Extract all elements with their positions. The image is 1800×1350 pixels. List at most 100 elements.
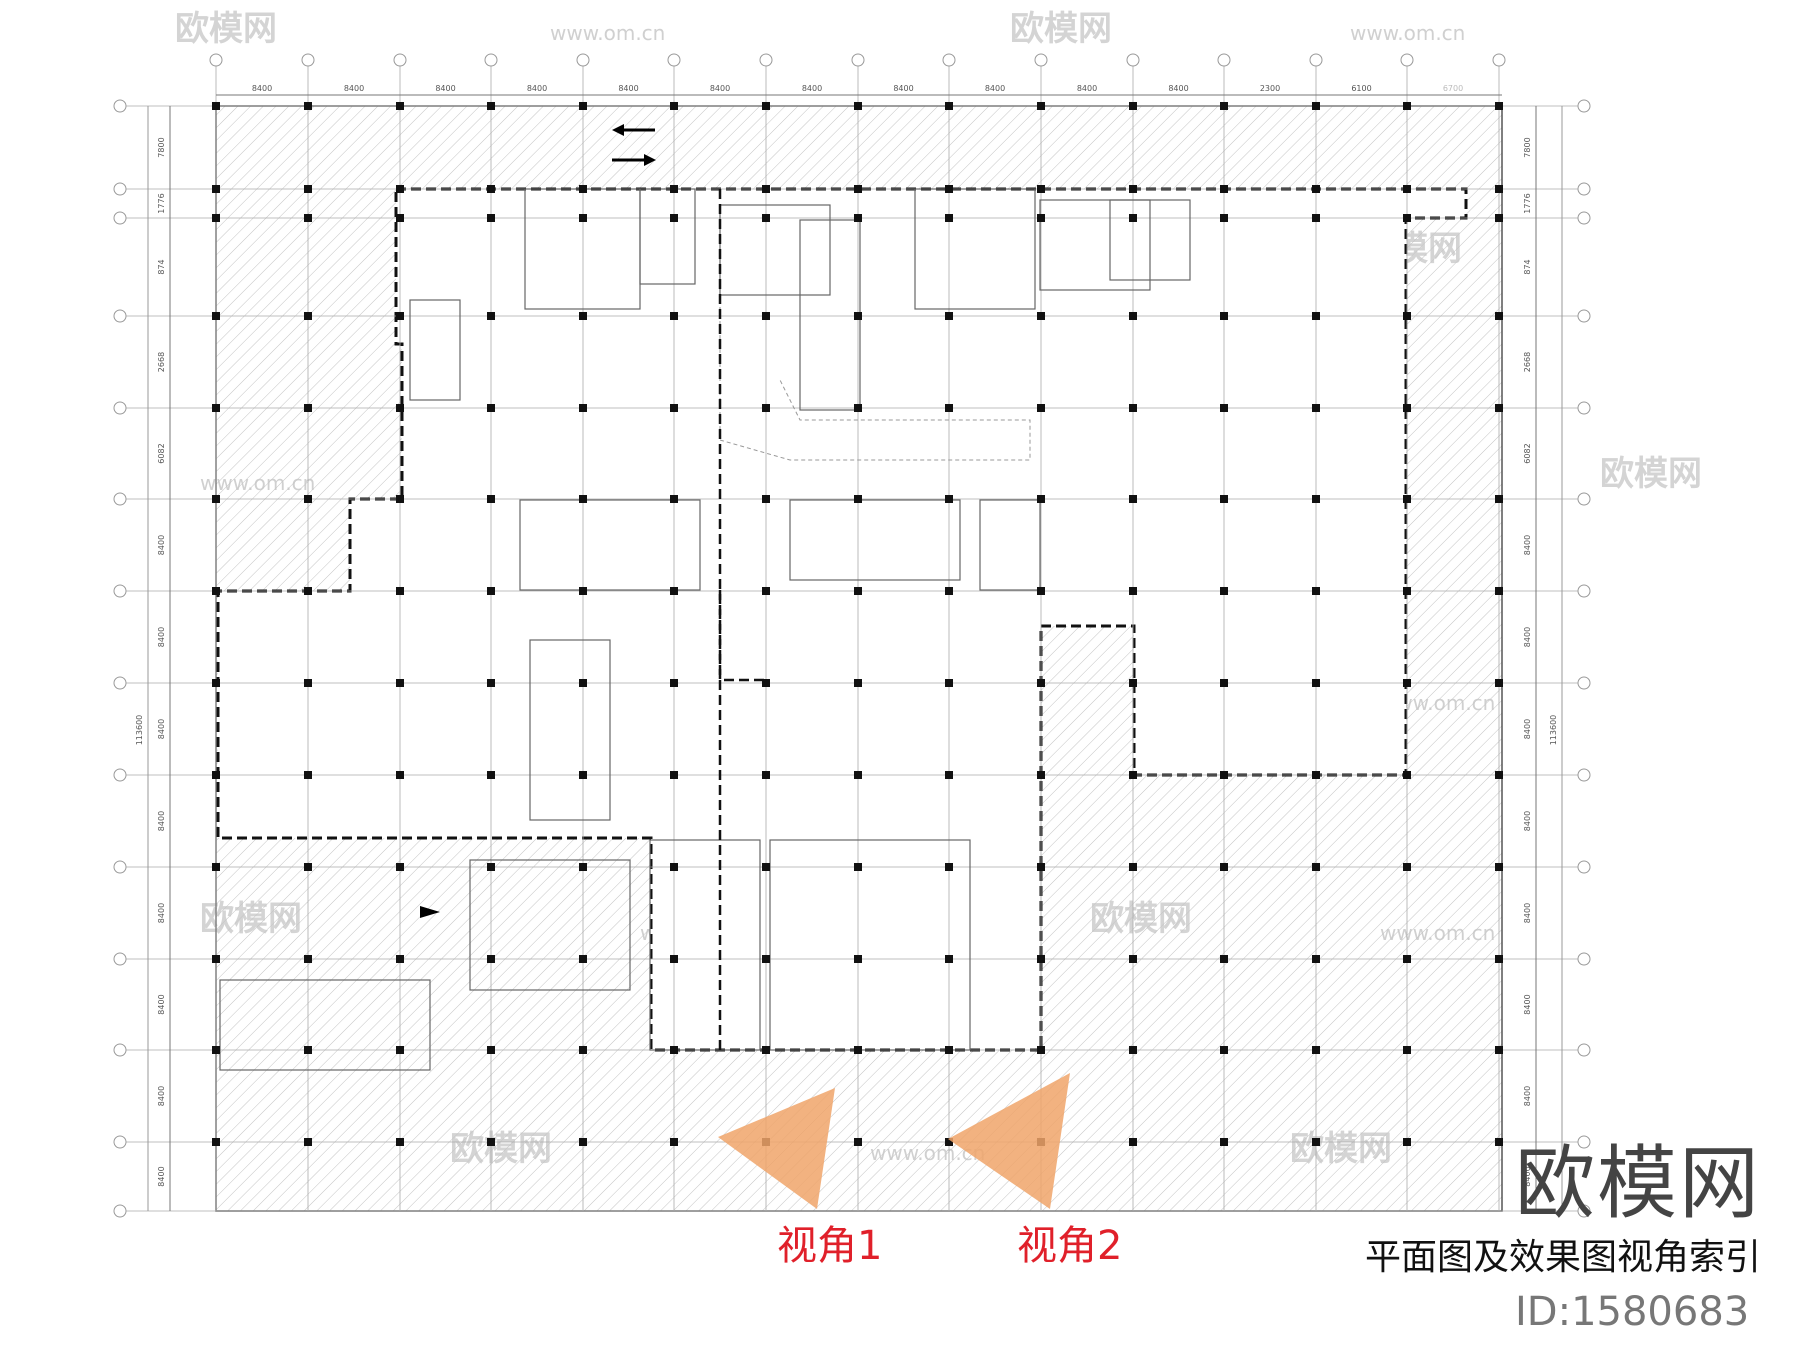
column: [579, 679, 587, 687]
watermark-url: www.om.cn: [550, 21, 665, 45]
column: [487, 214, 495, 222]
dimension-label: 8400: [527, 84, 547, 93]
axis-bubble: [113, 401, 127, 415]
dimension-label: 8400: [435, 84, 455, 93]
caption: 平面图及效果图视角索引: [1365, 1237, 1762, 1278]
room: [1109, 199, 1191, 281]
axis-bubble: [1034, 53, 1048, 67]
column: [762, 587, 770, 595]
watermark-logo: 欧模网: [1600, 454, 1702, 494]
axis-bubble: [1577, 492, 1591, 506]
dimension-label: 8400: [157, 535, 166, 555]
column: [1220, 863, 1228, 871]
dimension-label: 8400: [157, 1086, 166, 1106]
column: [1403, 1138, 1411, 1146]
column: [304, 312, 312, 320]
axis-bubble: [759, 53, 773, 67]
axis-bubble: [113, 211, 127, 225]
column: [487, 863, 495, 871]
column: [1220, 679, 1228, 687]
dimension-label: 1776: [1523, 193, 1532, 213]
dimension-label: 8400: [157, 627, 166, 647]
column: [854, 1138, 862, 1146]
column: [212, 214, 220, 222]
dimension-label: 8400: [252, 84, 272, 93]
dimension-label: 874: [1523, 259, 1532, 274]
column: [1403, 102, 1411, 110]
column: [212, 185, 220, 193]
column: [304, 863, 312, 871]
column: [762, 404, 770, 412]
column: [945, 185, 953, 193]
column: [487, 185, 495, 193]
room: [529, 639, 611, 821]
column: [854, 404, 862, 412]
column: [579, 587, 587, 595]
axis-bubble: [113, 309, 127, 323]
column: [670, 404, 678, 412]
column: [487, 771, 495, 779]
brand-logo: 欧模网: [1515, 1137, 1761, 1230]
column: [487, 679, 495, 687]
column: [1037, 495, 1045, 503]
column: [1495, 214, 1503, 222]
column: [1129, 863, 1137, 871]
axis-bubble: [113, 860, 127, 874]
column: [945, 863, 953, 871]
column: [304, 587, 312, 595]
dimension-label: 8400: [802, 84, 822, 93]
column: [1220, 495, 1228, 503]
room: [409, 299, 461, 401]
column: [304, 102, 312, 110]
column: [1129, 495, 1137, 503]
column: [762, 495, 770, 503]
column: [1129, 185, 1137, 193]
dimension-label: 8400: [1523, 994, 1532, 1014]
column: [1312, 679, 1320, 687]
column: [487, 102, 495, 110]
column: [1312, 1046, 1320, 1054]
column: [1037, 863, 1045, 871]
dimension-label: 8400: [344, 84, 364, 93]
column: [1129, 679, 1137, 687]
axis-bubble: [113, 182, 127, 196]
column: [396, 1138, 404, 1146]
column: [579, 955, 587, 963]
column: [579, 214, 587, 222]
column: [396, 771, 404, 779]
column: [304, 495, 312, 503]
axis-bubble: [1577, 860, 1591, 874]
column: [304, 955, 312, 963]
column: [1403, 863, 1411, 871]
column: [670, 863, 678, 871]
column: [670, 102, 678, 110]
column: [304, 214, 312, 222]
column: [487, 1046, 495, 1054]
column: [670, 955, 678, 963]
dimension-label: 8400: [157, 903, 166, 923]
column: [579, 1138, 587, 1146]
axis-bubble: [113, 952, 127, 966]
column: [670, 587, 678, 595]
room: [914, 188, 1036, 310]
column: [1037, 185, 1045, 193]
dimension-label: 8400: [1168, 84, 1188, 93]
dimension-label: 8400: [1523, 1086, 1532, 1106]
column: [304, 1046, 312, 1054]
column: [670, 214, 678, 222]
axis-bubble: [1577, 211, 1591, 225]
column: [304, 185, 312, 193]
dimension-label: 2668: [157, 352, 166, 372]
column: [1495, 771, 1503, 779]
dimension-label: 8400: [157, 811, 166, 831]
dimension-label: 6082: [157, 443, 166, 463]
dimension-lines: 8400 8400 8400 8400 8400 8400 8400 8400 8400 8400…: [135, 84, 1563, 1211]
axis-bubble: [209, 53, 223, 67]
column: [670, 771, 678, 779]
watermark-logo: 欧模网: [175, 9, 277, 49]
column: [396, 679, 404, 687]
room: [649, 839, 761, 1051]
axis-bubble: [113, 492, 127, 506]
dimension-label: 874: [157, 259, 166, 274]
